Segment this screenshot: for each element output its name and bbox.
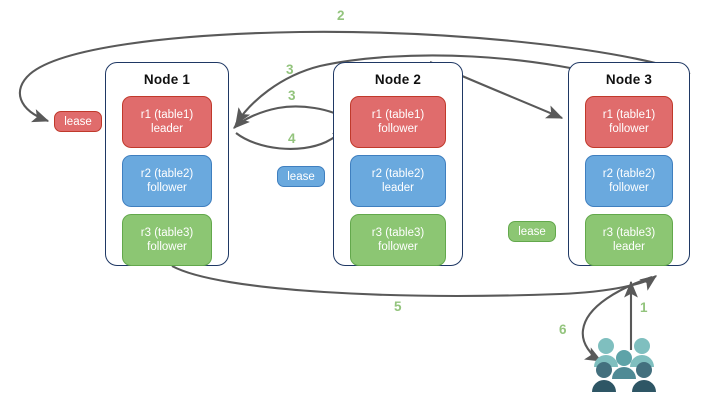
node-2-replica-r1-name: r1 (table1) bbox=[371, 109, 425, 121]
node-3-replica-r2[interactable]: r2 (table2) follower bbox=[585, 155, 673, 207]
node-2-replica-r1[interactable]: r1 (table1) follower bbox=[350, 96, 446, 148]
arrow-step-3-lower bbox=[233, 105, 349, 129]
node-1-replica-r1-role: leader bbox=[151, 123, 183, 135]
users-icon bbox=[592, 338, 656, 392]
node-1-replica-r1-name: r1 (table1) bbox=[140, 109, 194, 121]
node-2-replica-r1-role: follower bbox=[378, 123, 418, 135]
node-3-replica-r1[interactable]: r1 (table1) follower bbox=[585, 96, 673, 148]
step-1-label: 1 bbox=[640, 300, 648, 315]
step-6-label: 6 bbox=[559, 322, 567, 337]
node-1-replica-r2-role: follower bbox=[147, 182, 187, 194]
step-5-label: 5 bbox=[394, 299, 402, 314]
node-2-replica-r3-role: follower bbox=[378, 241, 418, 253]
node-1-replica-r3[interactable]: r3 (table3) follower bbox=[122, 214, 212, 266]
node-3[interactable]: Node 3 r1 (table1) follower r2 (table2) … bbox=[568, 62, 690, 266]
node-1-replica-r2-name: r2 (table2) bbox=[140, 168, 194, 180]
node-2-replica-r2-role: leader bbox=[382, 182, 414, 194]
node-2-replica-r3-name: r3 (table3) bbox=[371, 227, 425, 239]
step-4-label: 4 bbox=[288, 131, 296, 146]
lease-table2[interactable]: lease bbox=[277, 166, 325, 187]
lease-table3[interactable]: lease bbox=[508, 221, 556, 242]
arrow-step-3-upper bbox=[235, 54, 641, 126]
node-2-replica-r2-name: r2 (table2) bbox=[371, 168, 425, 180]
node-2-title: Node 2 bbox=[374, 72, 422, 87]
lease-table1-label: lease bbox=[64, 115, 92, 128]
node-1-replica-r2[interactable]: r2 (table2) follower bbox=[122, 155, 212, 207]
node-3-replica-r3-name: r3 (table3) bbox=[602, 227, 656, 239]
node-3-replica-r1-role: follower bbox=[609, 123, 649, 135]
node-1-replica-r3-role: follower bbox=[147, 241, 187, 253]
lease-table1[interactable]: lease bbox=[54, 111, 102, 132]
node-1-title: Node 1 bbox=[143, 72, 191, 87]
node-3-replica-r2-role: follower bbox=[609, 182, 649, 194]
arrow-step-2 bbox=[18, 30, 691, 123]
node-1[interactable]: Node 1 r1 (table1) leader r2 (table2) fo… bbox=[105, 62, 229, 266]
node-1-replica-r1[interactable]: r1 (table1) leader bbox=[122, 96, 212, 148]
arrow-step-5 bbox=[171, 265, 658, 297]
arrow-step-6 bbox=[581, 276, 653, 362]
node-3-title: Node 3 bbox=[605, 72, 653, 87]
node-3-replica-r2-name: r2 (table2) bbox=[602, 168, 656, 180]
node-2-replica-r2[interactable]: r2 (table2) leader bbox=[350, 155, 446, 207]
node-2[interactable]: Node 2 r1 (table1) follower r2 (table2) … bbox=[333, 62, 463, 266]
step-3a-label: 3 bbox=[286, 62, 294, 77]
node-3-replica-r1-name: r1 (table1) bbox=[602, 109, 656, 121]
lease-table2-label: lease bbox=[287, 170, 315, 183]
node-3-replica-r3-role: leader bbox=[613, 241, 645, 253]
step-3b-label: 3 bbox=[288, 88, 296, 103]
step-2-label: 2 bbox=[337, 8, 345, 23]
node-1-replica-r3-name: r3 (table3) bbox=[140, 227, 194, 239]
node-3-replica-r3[interactable]: r3 (table3) leader bbox=[585, 214, 673, 266]
node-2-replica-r3[interactable]: r3 (table3) follower bbox=[350, 214, 446, 266]
lease-table3-label: lease bbox=[518, 225, 546, 238]
